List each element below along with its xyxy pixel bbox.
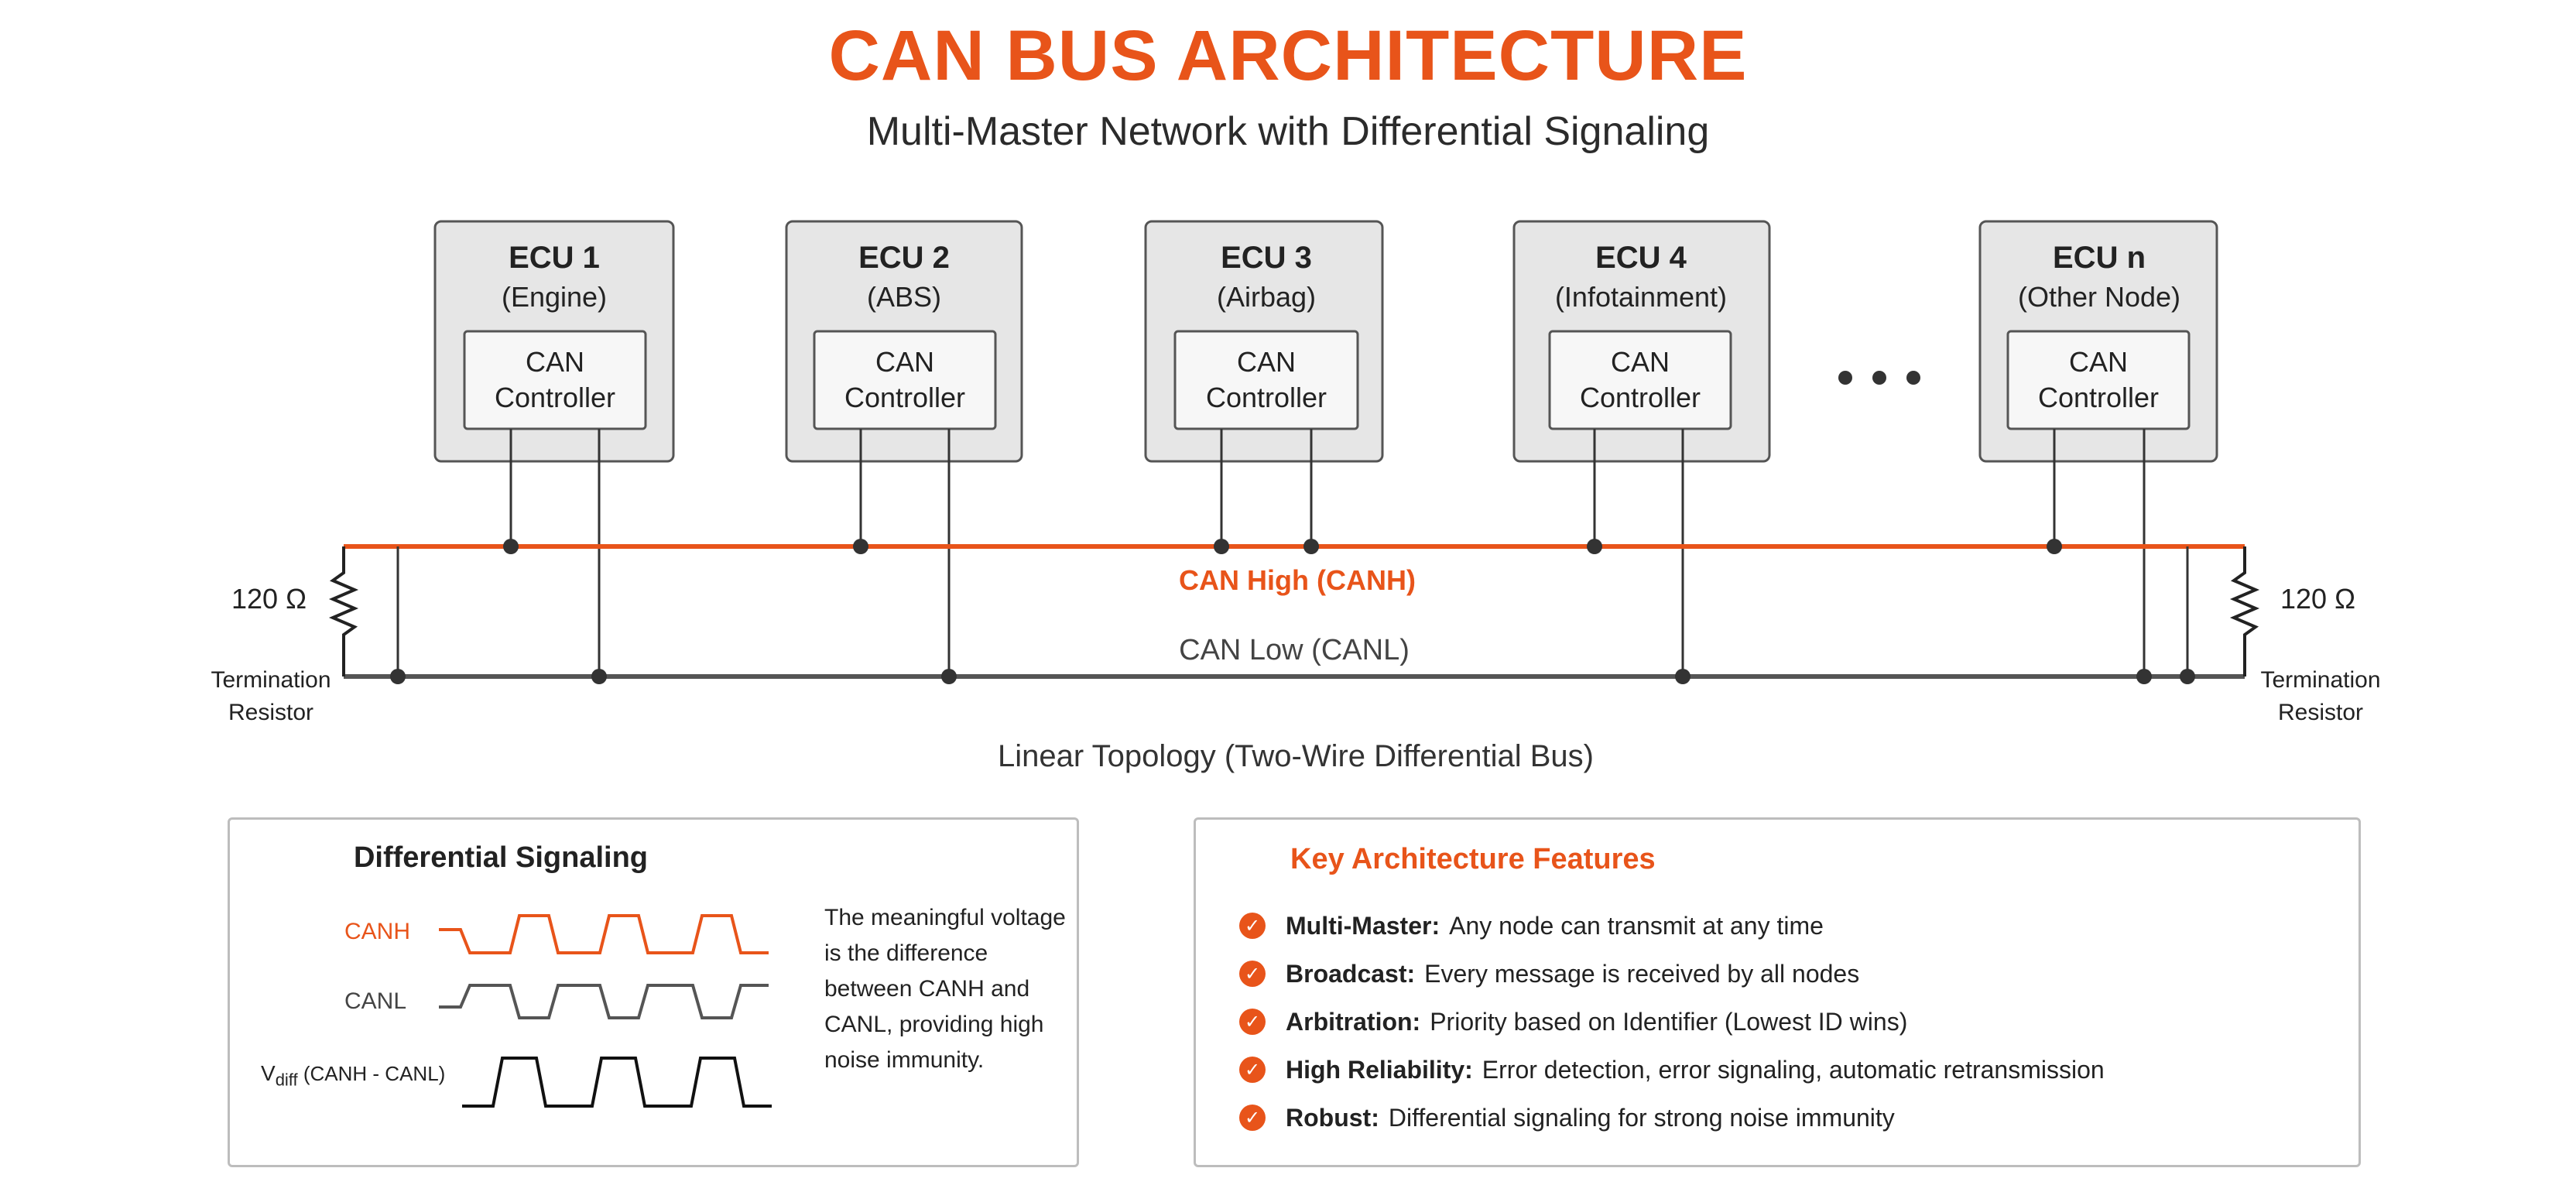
feature-text: Error detection, error signaling, automa… xyxy=(1482,1055,2105,1084)
ecu-node-3: ECU 3 (Airbag) CAN Controller xyxy=(1144,220,1384,463)
check-circle-icon: ✓ xyxy=(1239,961,1266,987)
ecu-node-1: ECU 1 (Engine) CAN Controller xyxy=(433,220,675,463)
vdiff-suffix: (CANH - CANL) xyxy=(297,1062,446,1085)
canl-junctions xyxy=(390,669,2195,684)
feature-text: Every message is received by all nodes xyxy=(1424,959,1860,988)
left-resistor-label-line2: Resistor xyxy=(228,700,313,725)
can-controller-box xyxy=(1548,330,1732,430)
ecu-node-4: ECU 4 (Infotainment) CAN Controller xyxy=(1512,220,1771,463)
left-resistor-value: 120 Ω xyxy=(231,583,307,615)
canl-signal-label: CANL xyxy=(344,988,407,1014)
ecu-name: ECU 1 xyxy=(509,241,600,275)
feature-item: ✓ Arbitration: Priority based on Identif… xyxy=(1239,998,2105,1046)
feature-item: ✓ Robust: Differential signaling for str… xyxy=(1239,1094,2105,1142)
ecu-node-2: ECU 2 (ABS) CAN Controller xyxy=(785,220,1023,463)
feature-name: Broadcast: xyxy=(1286,959,1416,988)
controller-line2: Controller xyxy=(495,382,615,413)
left-resistor-label-line1: Termination xyxy=(211,667,331,693)
feature-item: ✓ High Reliability: Error detection, err… xyxy=(1239,1046,2105,1094)
ecu-role: (Airbag) xyxy=(1217,281,1316,313)
can-controller-box xyxy=(463,330,647,430)
resistor-icon xyxy=(2229,546,2260,676)
check-circle-icon: ✓ xyxy=(1239,913,1266,939)
features-list: ✓ Multi-Master: Any node can transmit at… xyxy=(1239,902,2105,1142)
left-termination-resistor xyxy=(328,546,399,676)
controller-line2: Controller xyxy=(844,382,965,413)
page-title: CAN BUS ARCHITECTURE xyxy=(828,16,1748,95)
ecu-name: ECU 3 xyxy=(1221,241,1312,275)
ecu-name: ECU 4 xyxy=(1595,241,1687,275)
ecu-node-n: ECU n (Other Node) CAN Controller xyxy=(1978,220,2218,463)
canl-waveform xyxy=(439,984,769,1019)
canh-junctions xyxy=(503,539,2062,554)
ecu-role: (Infotainment) xyxy=(1555,281,1727,313)
waveforms xyxy=(439,914,772,1108)
topology-label: Linear Topology (Two-Wire Differential B… xyxy=(998,739,1594,773)
differential-description: The meaningful voltage is the difference… xyxy=(824,905,1066,1073)
feature-item: ✓ Multi-Master: Any node can transmit at… xyxy=(1239,902,2105,950)
can-bus-diagram: ECU 1 (Engine) CAN Controller ECU 2 (ABS… xyxy=(211,220,2381,773)
can-controller-box xyxy=(2006,330,2191,430)
can-controller-box xyxy=(1173,330,1359,430)
check-circle-icon: ✓ xyxy=(1239,1105,1266,1131)
vdiff-sub: diff xyxy=(275,1070,298,1090)
feature-name: Multi-Master: xyxy=(1286,911,1440,940)
vdiff-signal-label: Vdiff (CANH - CANL) xyxy=(261,1061,445,1091)
features-panel-title: Key Architecture Features xyxy=(1290,843,1656,875)
ecu-name: ECU n xyxy=(2053,241,2146,275)
feature-text: Priority based on Identifier (Lowest ID … xyxy=(1430,1007,1908,1036)
page-subtitle: Multi-Master Network with Differential S… xyxy=(866,109,1710,154)
ellipsis-icon xyxy=(1838,371,1920,385)
right-resistor-label-line1: Termination xyxy=(2260,667,2380,693)
feature-text: Any node can transmit at any time xyxy=(1449,911,1824,940)
ecu-role: (Other Node) xyxy=(2018,281,2180,313)
vdiff-waveform xyxy=(462,1057,772,1108)
ecu-role: (Engine) xyxy=(502,281,607,313)
key-features-panel: Key Architecture Features ✓ Multi-Master… xyxy=(1194,817,2361,1167)
vdiff-main: V xyxy=(261,1061,276,1085)
differential-panel-title: Differential Signaling xyxy=(353,841,649,874)
canh-signal-label: CANH xyxy=(344,919,411,944)
controller-line2: Controller xyxy=(1580,382,1701,413)
feature-name: Robust: xyxy=(1286,1103,1379,1132)
differential-signaling-panel: Differential Signaling CANH CANL Vdiff (… xyxy=(228,817,1079,1167)
feature-text: Differential signaling for strong noise … xyxy=(1388,1103,1895,1132)
right-resistor-value: 120 Ω xyxy=(2280,583,2355,615)
can-controller-box xyxy=(813,330,997,430)
right-resistor-label-line2: Resistor xyxy=(2278,700,2363,725)
canh-label: CAN High (CANH) xyxy=(1179,564,1416,596)
controller-line1: CAN xyxy=(875,346,934,378)
check-circle-icon: ✓ xyxy=(1239,1009,1266,1035)
ecu-role: (ABS) xyxy=(867,281,941,313)
feature-item: ✓ Broadcast: Every message is received b… xyxy=(1239,950,2105,998)
controller-line2: Controller xyxy=(2038,382,2159,413)
controller-line1: CAN xyxy=(1237,346,1296,378)
right-termination-resistor xyxy=(2186,546,2260,676)
canl-label: CAN Low (CANL) xyxy=(1179,634,1410,666)
resistor-icon xyxy=(328,546,359,676)
feature-name: High Reliability: xyxy=(1286,1055,1473,1084)
ecu-drop-wires xyxy=(509,429,2146,676)
ecu-name: ECU 2 xyxy=(858,241,950,275)
controller-line1: CAN xyxy=(526,346,584,378)
controller-line2: Controller xyxy=(1206,382,1327,413)
canh-waveform xyxy=(439,914,769,954)
controller-line1: CAN xyxy=(2069,346,2128,378)
feature-name: Arbitration: xyxy=(1286,1007,1421,1036)
check-circle-icon: ✓ xyxy=(1239,1057,1266,1083)
controller-line1: CAN xyxy=(1611,346,1670,378)
